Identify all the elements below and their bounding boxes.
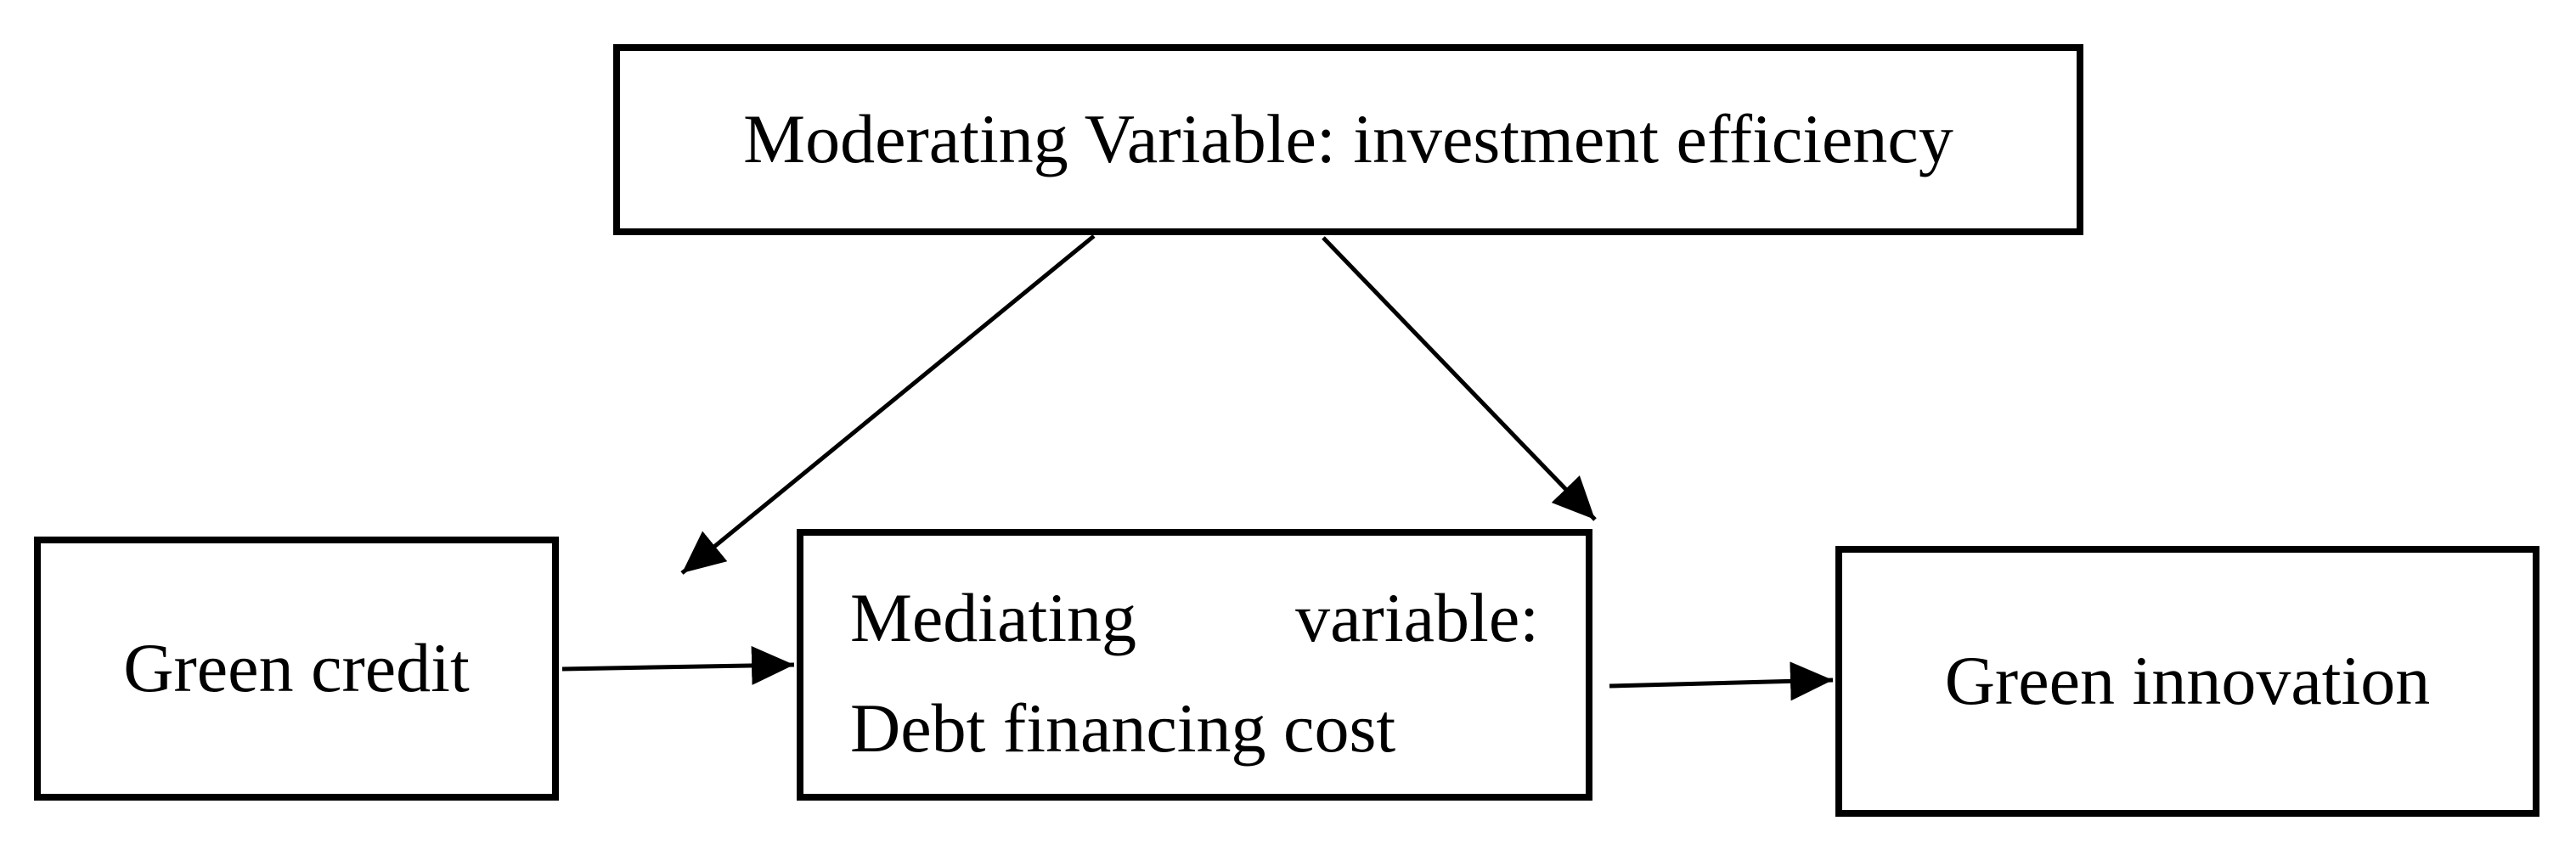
arrow-moderating-to-left-path — [680, 234, 1096, 575]
box-moderating-variable: Moderating Variable: investment efficien… — [613, 44, 2083, 235]
arrow-moderating-to-mediating-top — [1322, 236, 1597, 521]
arrow-green-credit-to-mediating — [561, 645, 795, 685]
mediating-line1-word-right: variable: — [1295, 578, 1539, 656]
mediating-line1-word-left: Mediating — [850, 578, 1137, 656]
box-green-credit: Green credit — [34, 537, 559, 801]
box-green-innovation: Green innovation — [1835, 546, 2539, 817]
mediating-variable-line1: Mediating variable: — [850, 563, 1539, 673]
green-innovation-label: Green innovation — [1944, 642, 2431, 720]
mediating-variable-line2: Debt financing cost — [850, 689, 1396, 767]
box-mediating-variable: Mediating variable: Debt financing cost — [797, 529, 1592, 801]
green-credit-label: Green credit — [123, 629, 470, 707]
arrow-mediating-to-green-innovation — [1609, 661, 1834, 701]
moderating-variable-label: Moderating Variable: investment efficien… — [743, 100, 1953, 178]
